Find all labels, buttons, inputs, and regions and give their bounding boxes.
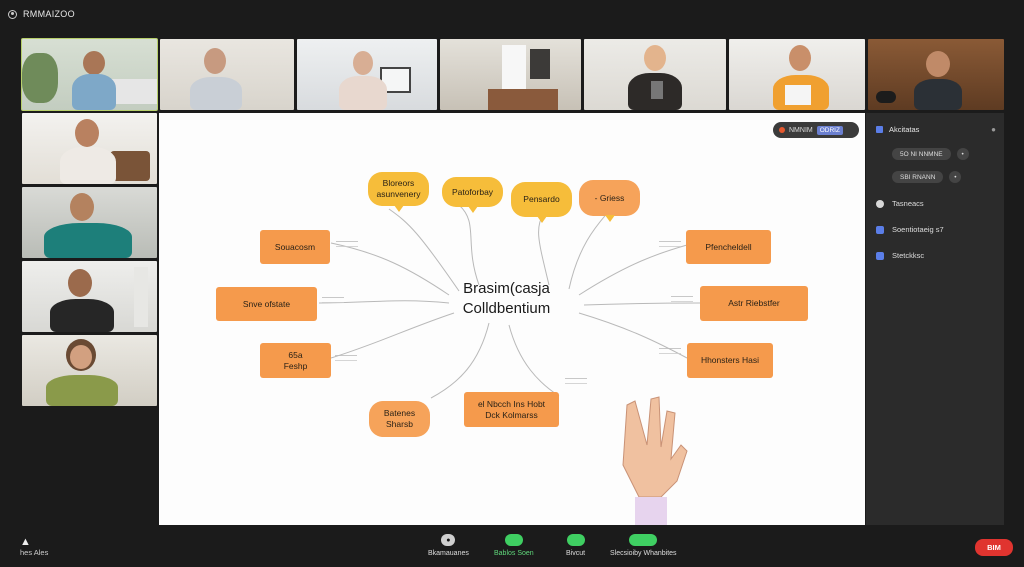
center-title-line-2: Colldbentium	[462, 300, 551, 318]
participant-tile-1[interactable]	[21, 38, 158, 111]
mindmap-node[interactable]: Astr Riebstfer	[700, 286, 808, 321]
panel-item[interactable]: Stetckksc	[876, 251, 924, 260]
end-meeting-button[interactable]: BIM	[975, 539, 1013, 556]
participant-tile-9[interactable]	[22, 187, 157, 258]
activities-panel: Akcitatas ● 5O NI NNMNE • SBI RNANN • Ta…	[866, 113, 1004, 525]
participant-tile-7[interactable]	[868, 39, 1004, 110]
pill-row-1: 5O NI NNMNE •	[892, 148, 969, 160]
control-label: Bivcut	[566, 550, 586, 557]
control-label: Slecsioiby Whanbites	[610, 550, 677, 557]
participants-icon: ●	[441, 534, 456, 546]
whiteboard-button[interactable]: Slecsioiby Whanbites	[610, 534, 677, 557]
share-screen-button[interactable]: Bablos Soen	[494, 534, 534, 557]
mindmap-node[interactable]: 65a Feshp	[260, 343, 331, 378]
participant-tile-3[interactable]	[297, 39, 437, 110]
mindmap-node[interactable]: Souacosm	[260, 230, 330, 264]
app-title: RMMAIZOO	[23, 9, 75, 19]
panel-item[interactable]: Soentiotaeig s7	[876, 225, 944, 234]
mindmap-center-title[interactable]: Brasim(casja Colldbentium	[439, 279, 574, 320]
mindmap-node[interactable]: Hhonsters Hasi	[687, 343, 773, 378]
chat-icon	[566, 534, 585, 546]
annotation-scribble	[322, 297, 344, 303]
document-icon	[876, 225, 884, 234]
control-label: Bkamauanes	[428, 550, 469, 557]
filter-pill[interactable]: 5O NI NNMNE	[892, 148, 951, 160]
participant-tile-8[interactable]	[22, 113, 157, 184]
annotation-scribble	[659, 241, 681, 247]
badge-tag: ODRIZ	[816, 125, 843, 135]
annotation-scribble	[335, 355, 357, 361]
participant-tile-5[interactable]	[584, 39, 726, 110]
participant-tile-4[interactable]	[440, 39, 581, 110]
record-dot-icon	[779, 127, 785, 133]
panel-header: Akcitatas ●	[876, 125, 996, 134]
app-logo-icon	[8, 9, 17, 19]
panel-item-label: Stetckksc	[892, 251, 925, 260]
mindmap-connectors	[318, 204, 702, 399]
mindmap-node[interactable]: Snve ofstate	[216, 287, 317, 321]
mindmap-node[interactable]: Batenes Sharsb	[369, 401, 430, 437]
annotation-scribble	[659, 348, 681, 354]
annotation-scribble	[565, 378, 587, 384]
mic-icon: ▲	[20, 536, 31, 548]
mindmap-node[interactable]: - Griess	[579, 180, 640, 222]
panel-item[interactable]: Tasneacs	[876, 199, 924, 208]
mute-label: hes Ales	[20, 548, 49, 557]
filter-pill[interactable]: SBI RNANN	[892, 171, 944, 183]
mindmap-node[interactable]: Bloreors asunvenery	[368, 172, 429, 212]
pill-option-icon[interactable]: •	[956, 148, 969, 160]
center-title-line-1: Brasim(casja	[463, 280, 550, 297]
pill-option-icon[interactable]: •	[949, 171, 962, 183]
panel-icon	[876, 126, 883, 133]
whiteboard-canvas[interactable]: NMNIM ODRIZ Bloreors asunvenery Patoforb…	[159, 113, 865, 525]
chat-button[interactable]: Bivcut	[566, 534, 585, 557]
panel-item-label: Tasneacs	[892, 199, 924, 208]
badge-label: NMNIM	[789, 126, 813, 134]
participant-tile-2[interactable]	[160, 39, 294, 110]
mindmap-node[interactable]: Patoforbay	[442, 177, 503, 213]
annotation-scribble	[336, 241, 358, 247]
panel-item-label: Soentiotaeig s7	[892, 225, 944, 234]
mindmap-node[interactable]: Pfencheldell	[686, 230, 771, 264]
panel-title: Akcitatas	[889, 125, 920, 134]
share-screen-icon	[504, 534, 523, 546]
pointing-hand-icon	[622, 396, 688, 525]
mute-control[interactable]: ▲ hes Ales	[20, 536, 48, 557]
meeting-controls: ▲ hes Ales ● Bkamauanes Bablos Soen Bivc…	[0, 528, 1024, 567]
whiteboard-icon	[629, 534, 658, 546]
participant-tile-6[interactable]	[729, 39, 865, 110]
mindmap-node[interactable]: Pensardo	[511, 182, 572, 223]
participants-button[interactable]: ● Bkamauanes	[428, 534, 469, 557]
control-label: Bablos Soen	[494, 550, 534, 557]
annotation-scribble	[671, 296, 693, 302]
recording-badge[interactable]: NMNIM ODRIZ	[773, 122, 859, 138]
participant-tile-11[interactable]	[22, 335, 157, 406]
stack-icon	[876, 251, 884, 260]
title-bar: RMMAIZOO	[0, 0, 1024, 28]
mindmap-node[interactable]: el Nbcch Ins Hobt Dck Kolmarss	[464, 392, 559, 427]
participant-tile-10[interactable]	[22, 261, 157, 332]
pill-row-2: SBI RNANN •	[892, 171, 962, 183]
headset-icon	[876, 199, 884, 208]
close-icon[interactable]: ●	[991, 125, 996, 134]
